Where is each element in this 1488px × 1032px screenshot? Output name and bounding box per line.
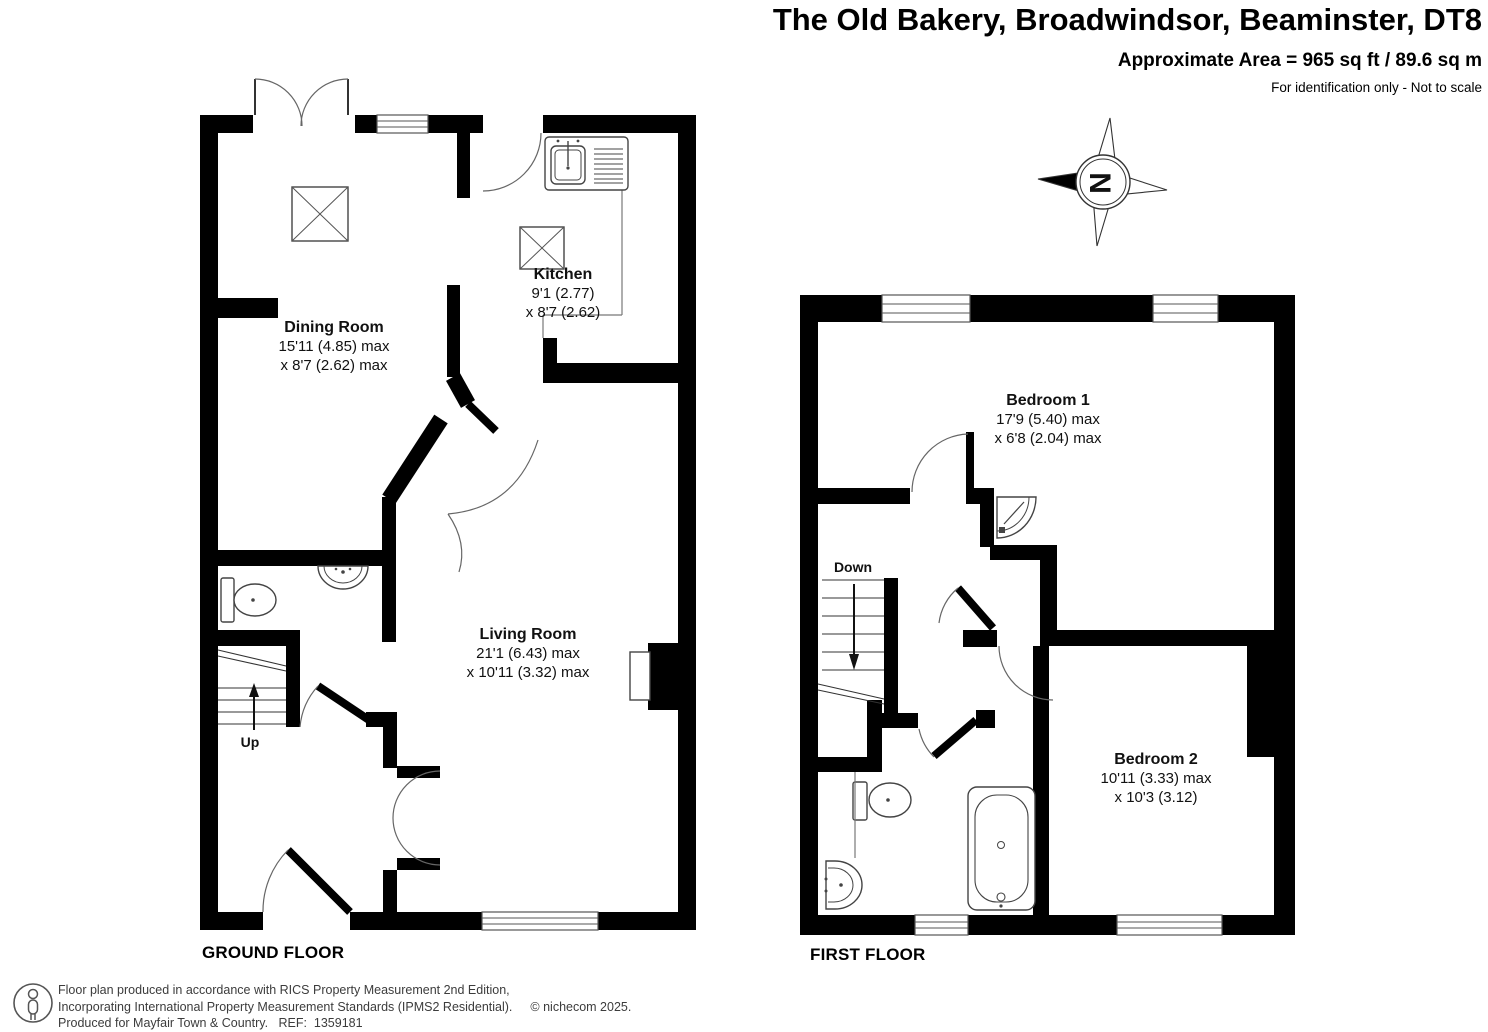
- living-room-dim1: 21'1 (6.43) max: [476, 645, 580, 662]
- stairs-down-label: Down: [834, 559, 872, 575]
- wc-toilet: [220, 577, 277, 623]
- bathroom-toilet: [852, 781, 912, 821]
- landing-door: [938, 585, 997, 631]
- disclaimer-text: For identification only - Not to scale: [1271, 80, 1482, 95]
- footer-line2-text: Incorporating International Property Mea…: [58, 999, 513, 1014]
- dining-room-dim2: x 8'7 (2.62) max: [280, 357, 388, 374]
- kitchen-name: Kitchen: [534, 266, 593, 283]
- compass-rose: N: [1037, 117, 1168, 247]
- bedroom2-door: [998, 645, 1054, 701]
- first-floor-walls: [800, 295, 1295, 935]
- compass-star: N: [1037, 117, 1168, 247]
- approximate-area: Approximate Area = 965 sq ft / 89.6 sq m: [1117, 50, 1482, 71]
- footer-line3: Produced for Mayfair Town & Country. REF…: [58, 1016, 363, 1030]
- chimney-box-kitchen: [519, 226, 565, 270]
- dining-double-door: [254, 78, 349, 127]
- kitchen-sink-unit: [544, 136, 629, 191]
- shower-enclosure: [996, 496, 1037, 539]
- footer-copyright: © nichecom 2025.: [530, 999, 632, 1014]
- bedroom2-dim1: 10'11 (3.33) max: [1101, 770, 1212, 787]
- page-title: The Old Bakery, Broadwindsor, Beaminster…: [772, 2, 1482, 37]
- bedroom1-dim1: 17'9 (5.40) max: [996, 411, 1100, 428]
- ground-floor-angled-walls: [382, 373, 475, 504]
- bedroom2-label: Bedroom 2 10'11 (3.33) max x 10'3 (3.12): [1101, 751, 1212, 806]
- chimney-box-dining: [291, 186, 349, 242]
- hall-living-door: [392, 770, 441, 866]
- bedroom2-name: Bedroom 2: [1114, 751, 1198, 768]
- wc-sink: [317, 565, 369, 590]
- dining-living-door: [447, 401, 539, 573]
- dining-room-dim1: 15'11 (4.85) max: [279, 338, 390, 355]
- stair-lobby-door: [299, 682, 375, 728]
- front-door: [262, 847, 353, 915]
- ground-floor-caption: GROUND FLOOR: [202, 943, 345, 962]
- ground-floor-walls: [200, 115, 696, 930]
- ground-floor-windows: [376, 114, 599, 931]
- dining-room-label: Dining Room 15'11 (4.85) max x 8'7 (2.62…: [279, 319, 390, 374]
- bedroom1-door: [911, 432, 974, 493]
- kitchen-door-arc: [482, 132, 542, 192]
- living-room-label: Living Room 21'1 (6.43) max x 10'11 (3.3…: [467, 626, 590, 681]
- first-floor-plan: Down Bedroom 1 17'9 (5.40) max x 6'8 (2.…: [800, 294, 1295, 936]
- ground-floor-plan: Up Dining Room 15'11 (4.85) max x 8'7 (2…: [200, 78, 696, 931]
- bedroom1-label: Bedroom 1 17'9 (5.40) max x 6'8 (2.04) m…: [994, 392, 1102, 447]
- bathtub: [967, 786, 1036, 911]
- footer: Floor plan produced in accordance with R…: [58, 982, 631, 1032]
- living-room-fireplace: [629, 651, 651, 701]
- bedroom1-name: Bedroom 1: [1006, 392, 1090, 409]
- kitchen-dim2: x 8'7 (2.62): [526, 304, 601, 321]
- first-floor-windows: [881, 294, 1223, 936]
- stairs-down: [817, 579, 885, 705]
- living-room-name: Living Room: [480, 626, 577, 643]
- kitchen-boundary-lines: [542, 188, 623, 338]
- stairs-up: [217, 649, 287, 730]
- kitchen-label: Kitchen 9'1 (2.77) x 8'7 (2.62): [526, 266, 601, 321]
- footer-line2: Incorporating International Property Mea…: [58, 999, 631, 1016]
- bedroom2-dim2: x 10'3 (3.12): [1115, 789, 1198, 806]
- living-room-dim2: x 10'11 (3.32) max: [467, 664, 590, 681]
- bathroom-sink: [824, 860, 863, 910]
- bedroom1-dim2: x 6'8 (2.04) max: [994, 430, 1102, 447]
- kitchen-dim1: 9'1 (2.77): [532, 285, 595, 302]
- stairs-up-label: Up: [241, 734, 260, 750]
- footer-line1: Floor plan produced in accordance with R…: [58, 983, 510, 997]
- dining-room-name: Dining Room: [284, 319, 384, 336]
- bathroom-door: [918, 716, 979, 760]
- first-floor-caption: FIRST FLOOR: [810, 945, 926, 964]
- compass-north-letter: N: [1085, 172, 1118, 194]
- nichecom-logo-icon: [13, 983, 53, 1023]
